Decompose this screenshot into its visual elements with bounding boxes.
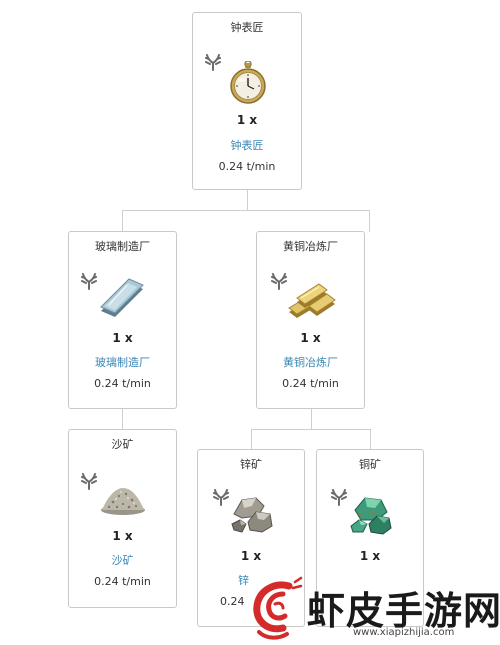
antler-icon — [81, 473, 97, 490]
connector-line — [369, 210, 370, 232]
connector-line — [251, 429, 371, 430]
node-clockmaker: 钟表匠 1 x 钟表匠 0.24 t/min — [192, 12, 302, 190]
glassworks-link[interactable]: 玻璃制造厂 — [95, 356, 150, 369]
connector-line — [122, 408, 123, 430]
connector-line — [247, 190, 248, 211]
node-sand-mine: 沙矿 1 x 沙矿 0.24 t/min — [68, 429, 177, 608]
watermark-text: 虾皮手游网 — [307, 589, 500, 633]
sand-mine-link[interactable]: 沙矿 — [111, 554, 134, 567]
quantity-label: 1 x — [112, 331, 133, 345]
node-title: 钟表匠 — [230, 21, 264, 34]
quantity-label: 1 x — [240, 549, 262, 563]
node-title: 玻璃制造厂 — [95, 240, 150, 253]
node-glassworks: 玻璃制造厂 1 x 玻璃制造厂 0.24 t/min — [68, 231, 177, 409]
node-title: 铜矿 — [359, 458, 381, 471]
watermark-url: www.xiapizhijia.com — [353, 627, 455, 638]
rate-label: 0.24 — [220, 595, 245, 608]
antler-icon — [331, 489, 347, 506]
antler-icon — [271, 273, 287, 290]
brass-ingot-icon — [288, 283, 336, 318]
rate-label: 0.24 t/min — [94, 377, 151, 390]
rate-label: 0.24 t/min — [282, 377, 339, 390]
pocket-watch-icon — [230, 61, 266, 104]
node-title: 沙矿 — [111, 438, 134, 451]
clockmaker-link[interactable]: 钟表匠 — [230, 139, 264, 152]
zinc-ore-icon — [231, 497, 273, 533]
connector-line — [122, 210, 123, 232]
brass-smelter-link[interactable]: 黄铜冶炼厂 — [283, 356, 338, 369]
site-watermark: 虾皮手游网 www.xiapizhijia.com — [245, 572, 500, 645]
zinc-mine-link[interactable]: 锌 — [238, 574, 249, 587]
connector-line — [370, 429, 371, 449]
antler-icon — [81, 273, 97, 290]
node-title: 黄铜冶炼厂 — [283, 240, 338, 253]
node-brass-smelter: 黄铜冶炼厂 1 x 黄铜冶炼厂 0.24 t/min — [256, 231, 365, 409]
connector-line — [251, 429, 252, 449]
sand-pile-icon — [101, 488, 145, 515]
shrimp-logo-icon — [253, 576, 303, 640]
node-zinc-mine: 锌矿 1 x 锌 0.24 — [197, 449, 305, 627]
quantity-label: 1 x — [112, 529, 133, 543]
rate-label: 0.24 t/min — [94, 575, 151, 588]
antler-icon — [213, 489, 229, 506]
node-title: 锌矿 — [240, 458, 262, 471]
copper-ore-icon — [350, 497, 392, 535]
antler-icon — [205, 54, 221, 71]
rate-label: 0.24 t/min — [218, 160, 276, 173]
quantity-label: 1 x — [300, 331, 321, 345]
connector-line — [122, 210, 370, 211]
quantity-label: 1 x — [359, 549, 381, 563]
node-copper-mine: 铜矿 1 x — [316, 449, 424, 627]
quantity-label: 1 x — [236, 113, 258, 127]
connector-line — [311, 408, 312, 430]
glass-pane-icon — [100, 278, 144, 317]
